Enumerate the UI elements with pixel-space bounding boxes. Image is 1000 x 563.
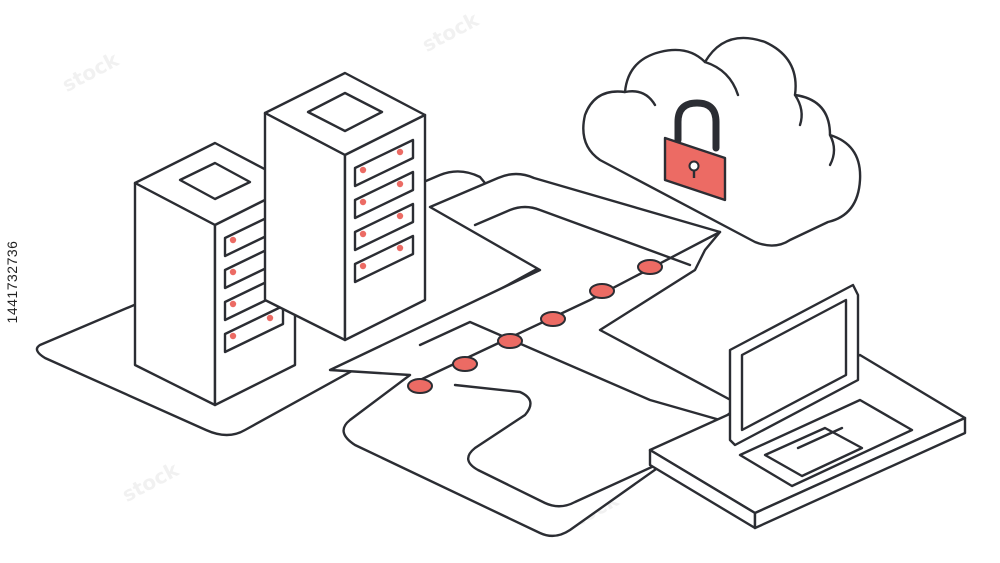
- network-path-line: [418, 320, 722, 422]
- server-right-leds: [359, 148, 404, 270]
- network-path-line: [473, 205, 692, 267]
- network-path-line: [418, 230, 722, 382]
- network-path-outline: [328, 172, 742, 538]
- server-right: [263, 71, 427, 342]
- network-nodes: [407, 259, 663, 394]
- laptop-icon: [648, 283, 967, 530]
- cloud-icon: [582, 36, 862, 247]
- network-path-line: [453, 383, 702, 508]
- padlock-icon: [663, 99, 727, 202]
- image-id-label: 1441732736: [4, 240, 20, 324]
